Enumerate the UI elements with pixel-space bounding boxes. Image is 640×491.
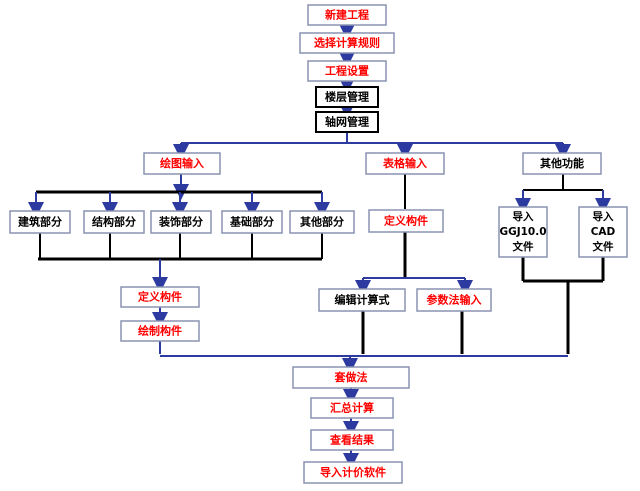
summary-calc-box-frame bbox=[310, 397, 394, 419]
building-part-box-label: 建筑部分 bbox=[18, 215, 62, 229]
other-functions-box-label: 其他功能 bbox=[540, 156, 584, 170]
draw-component-box: 绘制构件 bbox=[120, 320, 200, 342]
drawing-input-box: 绘图输入 bbox=[143, 152, 221, 175]
project-settings-box-frame bbox=[307, 60, 387, 82]
other-part-box: 其他部分 bbox=[289, 210, 355, 234]
decoration-part-box: 装饰部分 bbox=[150, 210, 212, 234]
project-settings-box: 工程设置 bbox=[307, 60, 387, 82]
new-project-box: 新建工程 bbox=[307, 4, 387, 26]
floor-management-box-label: 楼层管理 bbox=[325, 90, 369, 104]
define-component-mid-box-frame bbox=[368, 209, 444, 233]
structure-part-box-label: 结构部分 bbox=[91, 215, 136, 229]
axis-management-box-frame bbox=[315, 111, 379, 133]
floor-management-box: 楼层管理 bbox=[315, 86, 379, 108]
param-input-box: 参数法输入 bbox=[416, 288, 492, 312]
decoration-part-box-label: 装饰部分 bbox=[158, 215, 203, 229]
floor-management-box-frame bbox=[315, 86, 379, 108]
edit-formula-box-frame bbox=[318, 288, 406, 312]
import-ggj-box-frame bbox=[498, 206, 548, 258]
view-results-box-label: 查看结果 bbox=[330, 433, 374, 447]
define-component-left-box: 定义构件 bbox=[120, 286, 200, 308]
apply-method-box-label: 套做法 bbox=[335, 370, 368, 384]
param-input-box-frame bbox=[416, 288, 492, 312]
view-results-box-frame bbox=[310, 429, 394, 451]
axis-management-box-label: 轴网管理 bbox=[325, 115, 369, 129]
foundation-part-box-label: 基础部分 bbox=[229, 215, 274, 229]
import-pricing-box-frame bbox=[303, 461, 403, 484]
import-pricing-box: 导入计价软件 bbox=[303, 461, 403, 484]
import-cad-box-label-1: 导入 bbox=[593, 211, 614, 223]
drawing-input-box-label: 绘图输入 bbox=[160, 156, 204, 170]
axis-management-box: 轴网管理 bbox=[315, 111, 379, 133]
define-component-left-box-label: 定义构件 bbox=[138, 290, 182, 304]
param-input-box-label: 参数法输入 bbox=[427, 293, 482, 307]
other-functions-box-frame bbox=[522, 152, 602, 175]
import-cad-box-frame bbox=[578, 206, 628, 258]
draw-component-box-frame bbox=[120, 320, 200, 342]
select-rules-box: 选择计算规则 bbox=[299, 32, 395, 54]
edit-formula-box-label: 编辑计算式 bbox=[335, 293, 390, 307]
import-ggj-box-label-2: GGJ10.0 bbox=[499, 226, 546, 238]
define-component-mid-box: 定义构件 bbox=[368, 209, 444, 233]
building-part-box: 建筑部分 bbox=[9, 210, 71, 234]
structure-part-box: 结构部分 bbox=[83, 210, 145, 234]
decoration-part-box-frame bbox=[150, 210, 212, 234]
import-ggj-box: 导入 GGJ10.0 文件 bbox=[498, 206, 548, 258]
import-cad-box-label-2: CAD bbox=[591, 226, 616, 238]
foundation-part-box: 基础部分 bbox=[221, 210, 283, 234]
apply-method-box-frame bbox=[292, 366, 410, 389]
foundation-part-box-frame bbox=[221, 210, 283, 234]
project-settings-box-label: 工程设置 bbox=[325, 64, 369, 78]
import-ggj-box-label-1: 导入 bbox=[513, 211, 534, 223]
draw-component-box-label: 绘制构件 bbox=[138, 324, 182, 338]
define-component-left-box-frame bbox=[120, 286, 200, 308]
drawing-input-box-frame bbox=[143, 152, 221, 175]
summary-calc-box-label: 汇总计算 bbox=[330, 401, 374, 415]
import-cad-box-label-3: 文件 bbox=[592, 240, 614, 253]
other-part-box-frame bbox=[289, 210, 355, 234]
view-results-box: 查看结果 bbox=[310, 429, 394, 451]
new-project-box-label: 新建工程 bbox=[325, 8, 369, 22]
import-ggj-box-label-3: 文件 bbox=[512, 240, 534, 253]
define-component-mid-box-label: 定义构件 bbox=[384, 214, 428, 228]
import-cad-box: 导入 CAD 文件 bbox=[578, 206, 628, 258]
other-part-box-label: 其他部分 bbox=[300, 215, 344, 229]
table-input-box-frame bbox=[365, 152, 445, 175]
connectors bbox=[28, 24, 611, 469]
structure-part-box-frame bbox=[83, 210, 145, 234]
new-project-box-frame bbox=[307, 4, 387, 26]
building-part-box-frame bbox=[9, 210, 71, 234]
import-pricing-box-label: 导入计价软件 bbox=[320, 465, 386, 479]
edit-formula-box: 编辑计算式 bbox=[318, 288, 406, 312]
select-rules-box-label: 选择计算规则 bbox=[314, 36, 380, 50]
summary-calc-box: 汇总计算 bbox=[310, 397, 394, 419]
select-rules-box-frame bbox=[299, 32, 395, 54]
table-input-box: 表格输入 bbox=[365, 152, 445, 175]
table-input-box-label: 表格输入 bbox=[382, 156, 427, 170]
apply-method-box: 套做法 bbox=[292, 366, 410, 389]
other-functions-box: 其他功能 bbox=[522, 152, 602, 175]
